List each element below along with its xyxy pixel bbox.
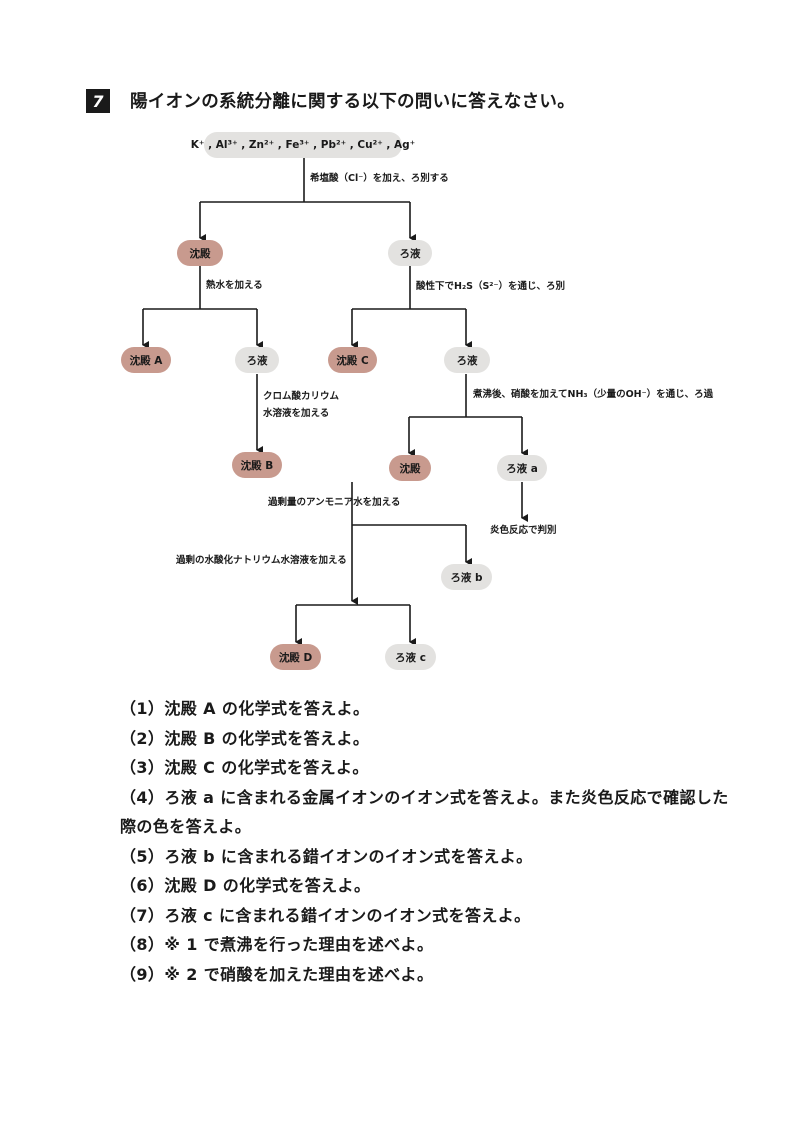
step-label-h2s: 酸性下でH₂S（S²⁻）を通じ、ろ別	[416, 281, 565, 292]
node-filtrate-2: ろ液	[235, 347, 279, 373]
question-item: （2）沈殿 B の化学式を答えよ。	[120, 728, 370, 748]
step-label-naoh: 過剰の水酸化ナトリウム水溶液を加える	[176, 555, 347, 566]
node-precipitate-1: 沈殿	[177, 240, 223, 266]
question-item: （3）沈殿 C の化学式を答えよ。	[120, 758, 369, 777]
question-list: （1）沈殿 A の化学式を答えよ。 （2）沈殿 B の化学式を答えよ。 （3）沈…	[120, 694, 740, 989]
node-precipitate-d: 沈殿 D	[270, 644, 321, 670]
question-item: （9）※ 2 で硝酸を加えた理由を述べよ。	[120, 964, 434, 984]
question-item: （5）ろ液 b に含まれる錯イオンのイオン式を答えよ。	[120, 846, 533, 866]
node-start-ions: K⁺ , Al³⁺ , Zn²⁺ , Fe³⁺ , Pb²⁺ , Cu²⁺ , …	[191, 132, 415, 158]
node-filtrate-3: ろ液	[444, 347, 490, 373]
question-item: （7）ろ液 c に含まれる錯イオンのイオン式を答えよ。	[120, 905, 531, 925]
node-precipitate-a: 沈殿 A	[121, 347, 171, 373]
flowchart-connectors	[142, 158, 528, 646]
node-filtrate-1: ろ液	[388, 240, 432, 266]
step-label-hcl: 希塩酸（Cl⁻）を加え、ろ別する	[310, 173, 449, 184]
question-item: （1）沈殿 A の化学式を答えよ。	[120, 699, 370, 718]
node-filtrate-c: ろ液 c	[385, 644, 436, 670]
step-label-hot-water: 熱水を加える	[206, 280, 263, 291]
node-precipitate-c: 沈殿 C	[328, 347, 377, 373]
question-number-badge: 7	[86, 89, 110, 113]
step-label-chromate-2: 水溶液を加える	[263, 408, 330, 419]
question-item: （8）※ 1 で煮沸を行った理由を述べよ。	[120, 935, 434, 954]
question-item: （4）ろ液 a に含まれる金属イオンのイオン式を答えよ。また炎色反応で確認した際…	[120, 787, 729, 837]
node-precipitate-b: 沈殿 B	[232, 452, 282, 478]
node-filtrate-b: ろ液 b	[441, 564, 492, 590]
step-label-chromate-1: クロム酸カリウム	[263, 391, 340, 402]
step-label-flame-test: 炎色反応で判別	[490, 525, 557, 536]
step-label-ammonia: 過剰量のアンモニア水を加える	[268, 497, 401, 508]
node-filtrate-a: ろ液 a	[497, 455, 547, 481]
question-title: 陽イオンの系統分離に関する以下の問いに答えなさい。	[130, 92, 575, 112]
step-label-boil-nitric: 煮沸後、硝酸を加えてNH₃（少量のOH⁻）を通じ、ろ過	[473, 389, 714, 400]
node-precipitate-2: 沈殿	[389, 455, 431, 481]
question-item: （6）沈殿 D の化学式を答えよ。	[120, 876, 371, 895]
